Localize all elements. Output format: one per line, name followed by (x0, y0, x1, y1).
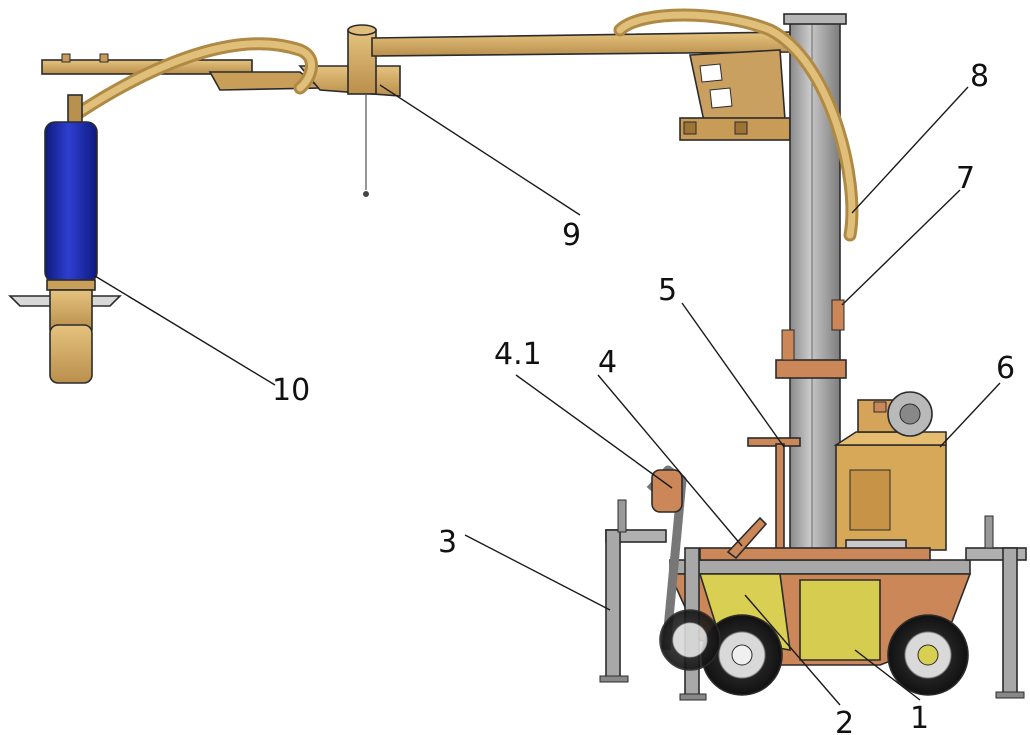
callout-labels: 1 2 3 4 4.1 5 6 7 8 9 10 (272, 59, 1015, 735)
wheels (659, 609, 969, 696)
callout-6: 6 (996, 351, 1015, 386)
upper-arm (41, 24, 791, 197)
callout-7: 7 (956, 161, 975, 196)
callout-9: 9 (562, 218, 581, 253)
callout-4-1: 4.1 (494, 337, 542, 372)
lift-tube (8, 94, 122, 384)
callout-4: 4 (598, 345, 617, 380)
callout-2: 2 (835, 706, 854, 735)
callout-5: 5 (658, 273, 677, 308)
callout-3: 3 (438, 525, 457, 560)
callout-1: 1 (910, 701, 929, 735)
callout-10: 10 (272, 373, 310, 408)
outrigger-legs (599, 499, 1027, 701)
leader-lines (94, 84, 1001, 706)
callout-8: 8 (970, 59, 989, 94)
vacuum-pump-box (833, 391, 947, 559)
